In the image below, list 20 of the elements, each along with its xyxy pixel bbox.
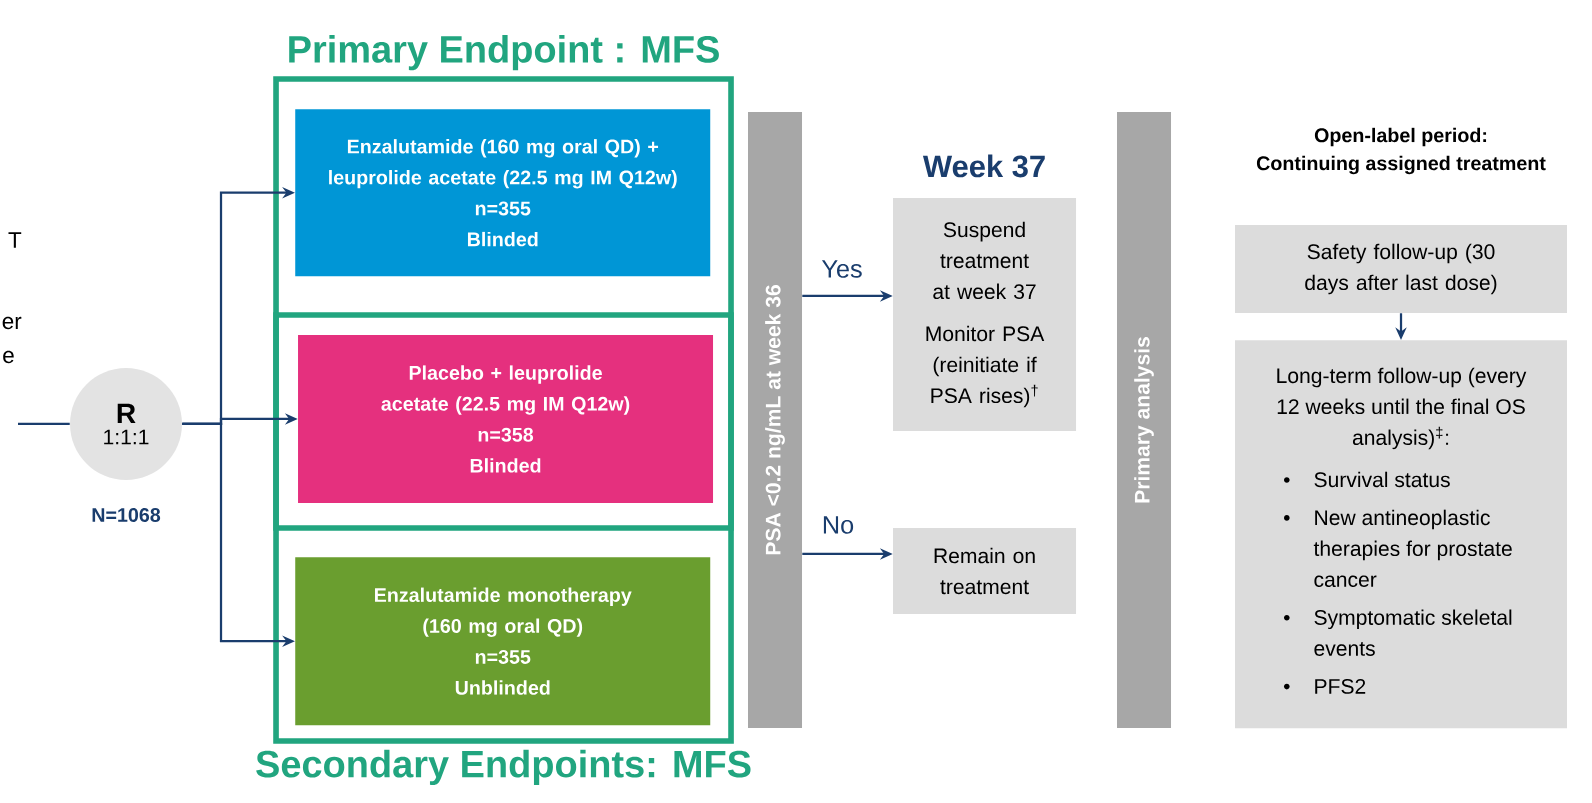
cut-off-text: e bbox=[3, 350, 14, 364]
week-heading: Week 37 bbox=[922, 154, 1045, 178]
edge-label: Yes bbox=[819, 258, 865, 280]
treatment-arm-box: Enzalutamide monotherapy (160 mg oral QD) n=355 Unblinded bbox=[295, 557, 711, 726]
edge-label: No bbox=[820, 514, 856, 536]
cut-off-text: T bbox=[8, 232, 22, 248]
node-label: Secondary Endpoints: MFS bbox=[256, 749, 751, 786]
process-box: Safety follow-up (30 days after last dose) bbox=[1235, 225, 1567, 313]
process-box: Remain on treatment bbox=[893, 528, 1077, 614]
vertical-bar: Primary analysis bbox=[1117, 112, 1171, 728]
process-box: Suspend treatment at week 37 Monitor PSA (reinitiate if PSA rises)$^{†}$ bbox=[893, 198, 1077, 431]
node-label: Primary Endpoint : MFS bbox=[289, 34, 719, 71]
cut-off-text: er bbox=[2, 316, 22, 330]
section-heading-line: Open-label period: bbox=[1314, 127, 1487, 147]
sample-size-label: N=1068 bbox=[92, 508, 161, 522]
section-heading-line: Continuing assigned treatment bbox=[1256, 155, 1546, 175]
vertical-bar: PSA <0.2 ng/mL at week 36 bbox=[748, 112, 802, 728]
follow-up-box: Long-term follow-up (every 12 weeks until the final OS analysis)$^{‡}$: Survival status New antineoplastic therapies for prostate cancer Symptomatic skeletal events PFS2 bbox=[1235, 340, 1567, 729]
treatment-arm-box: Placebo + leuprolide acetate (22.5 mg IM Q12w) n=358 Blinded bbox=[298, 335, 714, 503]
treatment-arm-box: Enzalutamide (160 mg oral QD) + leuprolide acetate (22.5 mg IM Q12w) n=355 Blinded bbox=[295, 109, 711, 277]
